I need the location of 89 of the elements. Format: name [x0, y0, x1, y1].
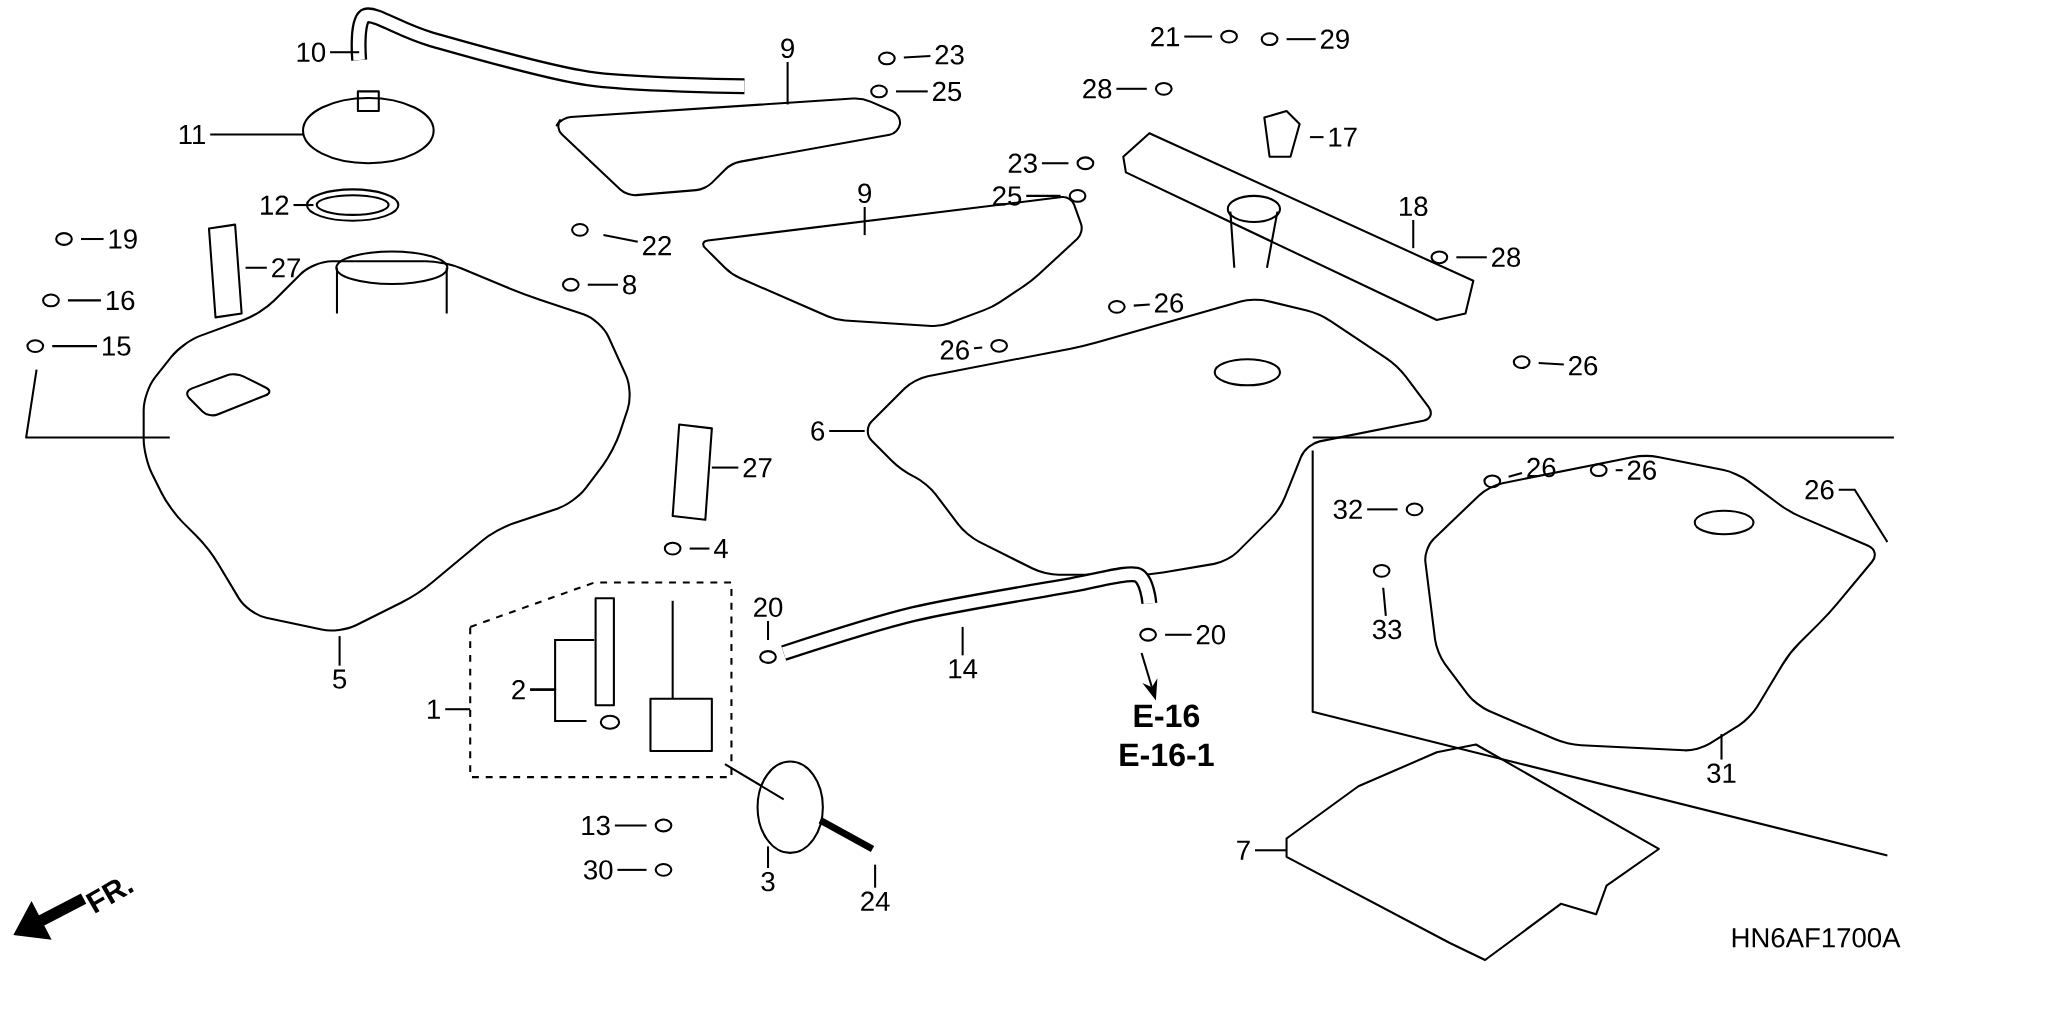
leader-line: [210, 133, 303, 136]
leader-line: [1456, 256, 1487, 259]
callout-number: 23: [1008, 153, 1037, 173]
leader-line: [67, 299, 101, 302]
leader-line: [903, 54, 931, 59]
callout-number: 24: [861, 891, 890, 911]
callout-number: 25: [933, 81, 962, 102]
callout-number: 31: [1707, 763, 1736, 783]
callout-number: 10: [297, 42, 326, 62]
leader-line: [245, 266, 267, 269]
leader-line: [1041, 162, 1069, 165]
leader-line: [896, 90, 928, 93]
leader-line: [617, 868, 647, 871]
callout-number: 2: [512, 680, 525, 700]
callout-number: 7: [1237, 840, 1250, 860]
leader-line: [1286, 38, 1316, 41]
callout-number: 12: [261, 195, 289, 215]
callout-number: 3: [761, 871, 775, 892]
leader-line: [767, 846, 770, 868]
leader-line: [81, 237, 104, 241]
leader-line: [1720, 734, 1723, 760]
callout-number: 32: [1333, 499, 1362, 520]
drawing-code: HN6AF1700A: [1732, 928, 1901, 948]
leader-line: [1133, 303, 1150, 307]
leader-line: [711, 466, 739, 469]
callout-number: 6: [811, 421, 825, 441]
callout-number: 33: [1372, 619, 1402, 640]
leader-line: [1367, 508, 1398, 511]
leader-line: [1538, 362, 1564, 366]
leader-line: [1165, 633, 1192, 636]
callout-number: 27: [743, 457, 772, 478]
callout-number: 8: [623, 275, 636, 295]
leader-line: [1255, 849, 1287, 852]
callout-number: 26: [1805, 480, 1834, 500]
callout-number: 18: [1400, 196, 1428, 217]
callout-number: 21: [1151, 26, 1180, 47]
leader-line: [961, 626, 964, 656]
callout-number: 11: [179, 125, 205, 144]
callout-number: 16: [106, 290, 135, 311]
callout-number: 26: [1569, 355, 1598, 376]
callout-number: 26: [1155, 293, 1184, 313]
leader-line: [52, 345, 97, 348]
leader-line: [587, 283, 618, 286]
callout-number: 17: [1329, 127, 1357, 147]
callout-number: 19: [109, 229, 137, 249]
callout-number: 28: [1492, 247, 1521, 268]
leader-line: [829, 429, 865, 433]
callout-number: 14: [949, 659, 978, 679]
callout-number: 29: [1320, 29, 1349, 49]
leader-line: [338, 636, 341, 666]
callout-number: 27: [272, 258, 300, 278]
leader-line: [1184, 35, 1213, 38]
leader-line: [874, 864, 877, 888]
callout-number: 15: [103, 336, 131, 356]
callout-number: 5: [333, 669, 347, 689]
callout-number: 20: [754, 597, 783, 618]
leader-line: [1508, 471, 1523, 478]
leader-line: [293, 204, 314, 207]
callout-number: 26: [1627, 460, 1656, 480]
callout-number: 26: [940, 340, 969, 360]
callout-number: 9: [781, 38, 794, 59]
leader-line: [863, 206, 866, 236]
leader-line: [786, 61, 789, 105]
callout-number: 13: [582, 815, 610, 836]
callout-number: 20: [1196, 625, 1226, 645]
leader-line: [1026, 194, 1061, 197]
leader-line: [689, 547, 710, 550]
callout-number: 28: [1083, 79, 1112, 99]
leader-line: [603, 234, 638, 243]
leader-line: [1310, 136, 1324, 139]
leader-line: [1838, 488, 1889, 543]
leader-line: [445, 708, 471, 711]
callout-number: 4: [714, 539, 728, 559]
direction-label: FR.: [85, 879, 134, 914]
callout-number: 23: [935, 45, 964, 65]
leader-line: [614, 824, 647, 827]
leader-line: [1116, 87, 1147, 90]
callout-number: 22: [643, 235, 671, 256]
callout-number: 1: [428, 699, 440, 719]
leader-line: [1412, 220, 1415, 249]
leader-line: [330, 51, 360, 54]
leader-line: [973, 346, 983, 350]
leader-line: [1382, 587, 1387, 616]
callout-number: 9: [858, 183, 871, 203]
leader-line: [530, 688, 587, 722]
leader-line: [1615, 469, 1623, 472]
leader-line: [767, 621, 770, 640]
reference-label: E-16 E-16-1: [1120, 704, 1214, 767]
callout-number: 30: [583, 860, 613, 880]
